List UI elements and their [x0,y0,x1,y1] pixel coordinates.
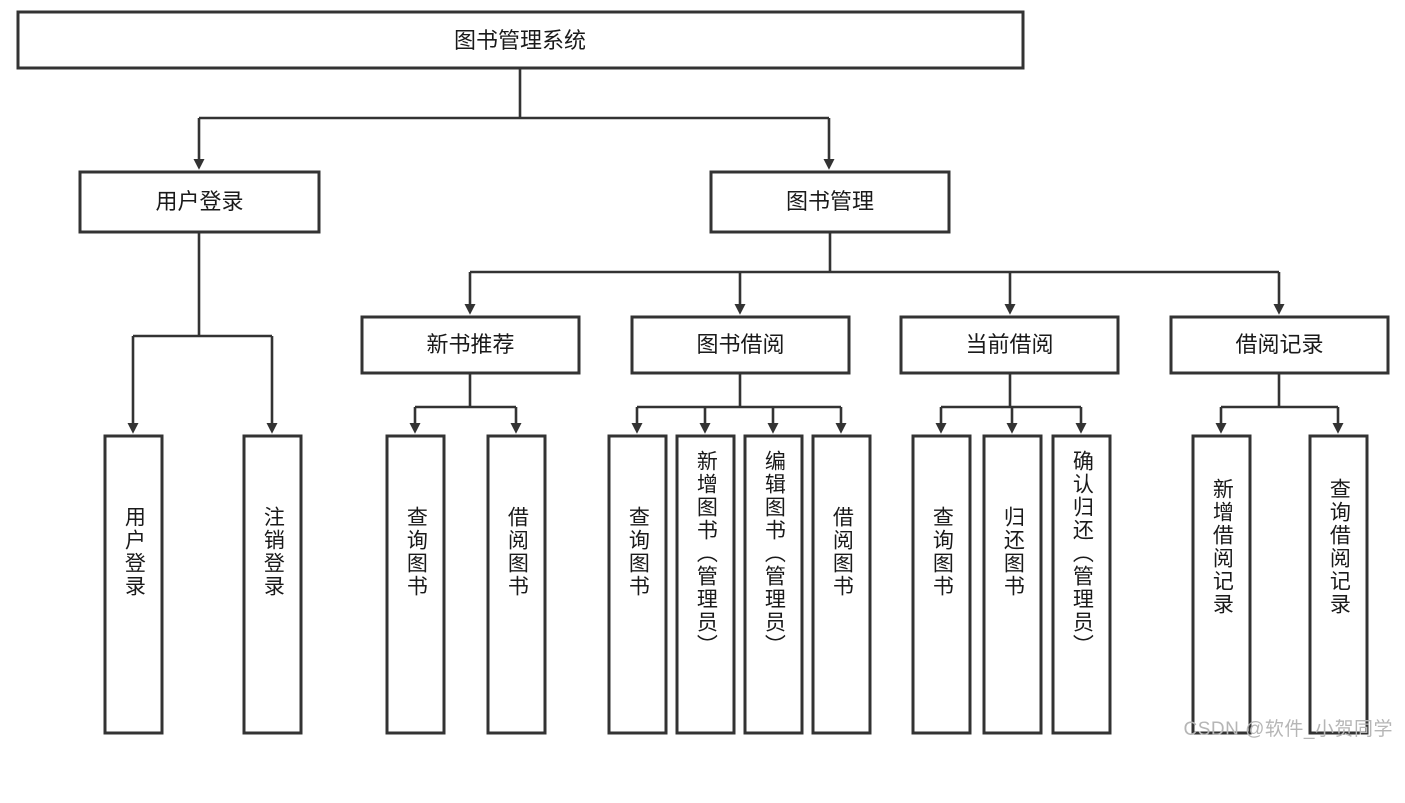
leaf-confirm-return-rect[interactable] [1051,434,1112,735]
leaf-query-book-1-rect[interactable] [385,434,446,735]
leaf-query-borrow-rec-rect[interactable] [1308,434,1369,735]
watermark-text: CSDN @软件_小贺同学 [1183,719,1393,740]
leaf-add-borrow-rec-rect[interactable] [1191,434,1252,735]
node-new-book-recommend[interactable]: 新书推荐 [360,315,581,375]
leaf-borrow-book-2-rect[interactable] [811,434,872,735]
node-current-borrow-label: 当前借阅 [965,332,1053,357]
leaf-add-book-admin-rect[interactable] [675,434,736,735]
leaf-edit-book-admin-rect[interactable] [743,434,804,735]
node-current-borrow[interactable]: 当前借阅 [899,315,1120,375]
leaf-return-book-rect[interactable] [982,434,1043,735]
leaf-query-book-3-rect[interactable] [911,434,972,735]
node-borrow-record[interactable]: 借阅记录 [1169,315,1390,375]
leaf-query-book-2-rect[interactable] [607,434,668,735]
node-user-login-rect [78,170,321,234]
leaf-user-login-rect[interactable] [103,434,164,735]
flowchart-diagram: 图书管理系统 用户登录 图书管理 [16,10,1393,740]
connector-current-borrow-to-leaves [935,373,1087,434]
node-root[interactable]: 图书管理系统 [16,10,1025,70]
node-root-rect [16,10,1025,70]
node-new-book-recommend-label: 新书推荐 [426,332,514,357]
leaf-boxes [103,434,1369,735]
connector-book-borrow-to-leaves [631,373,847,434]
node-root-label: 图书管理系统 [454,28,586,53]
node-current-borrow-rect [899,315,1120,375]
diagram-canvas: 图书管理系统 用户登录 图书管理 [16,10,1390,735]
node-user-login-label: 用户登录 [155,189,243,214]
connector-user-login-to-leaves [127,232,278,434]
node-book-borrow[interactable]: 图书借阅 [630,315,851,375]
leaf-logout-login-rect[interactable] [242,434,303,735]
node-user-login[interactable]: 用户登录 [78,170,321,234]
node-book-manage[interactable]: 图书管理 [709,170,951,234]
node-new-book-recommend-rect [360,315,581,375]
node-book-borrow-label: 图书借阅 [696,332,784,357]
node-book-manage-label: 图书管理 [786,189,874,214]
node-borrow-record-label: 借阅记录 [1235,332,1323,357]
connector-borrow-record-to-leaves [1215,373,1344,434]
connector-root-to-level2 [193,68,835,170]
leaf-borrow-book-1-rect[interactable] [486,434,547,735]
connector-new-book-recommend-to-leaves [409,373,522,434]
connector-book-manage-to-level3 [464,232,1285,315]
